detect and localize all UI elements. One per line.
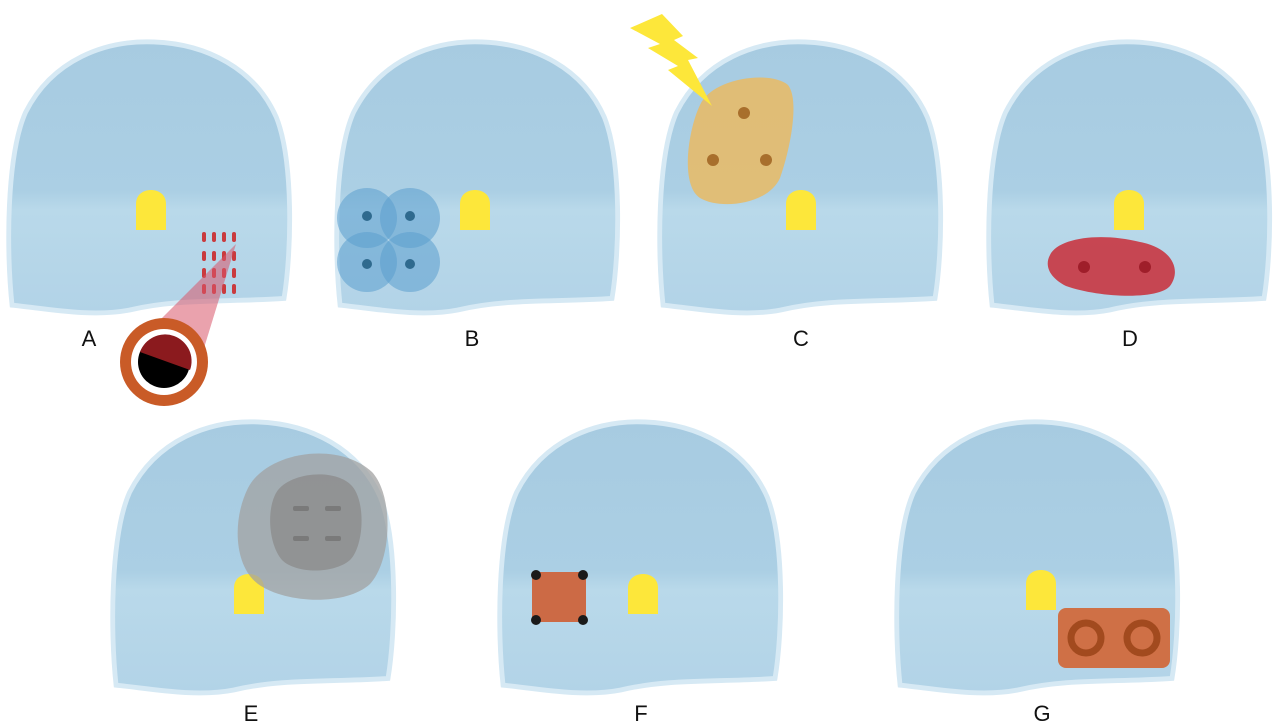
head-silhouette [500, 422, 781, 693]
reference-marker [628, 574, 658, 614]
reference-marker [1114, 190, 1144, 230]
panel-a: A [9, 42, 290, 406]
panel-label-d: D [1122, 326, 1138, 351]
panel-label-c: C [793, 326, 809, 351]
magnified-electrode [120, 318, 208, 406]
panel-c: C [630, 14, 941, 351]
panel-label-b: B [465, 326, 480, 351]
panel-label-g: G [1033, 701, 1050, 724]
panel-b: B [337, 42, 618, 351]
panel-e: E [113, 422, 394, 724]
reference-marker [786, 190, 816, 230]
panel-label-a: A [82, 326, 97, 351]
copper-pad-electrode [1058, 608, 1170, 668]
panel-f: F [500, 422, 781, 724]
panel-label-f: F [634, 701, 647, 724]
panel-d: D [989, 42, 1270, 351]
panel-g: G [897, 422, 1178, 724]
reference-marker [136, 190, 166, 230]
copper-square-electrode [532, 572, 586, 622]
reference-marker [460, 190, 490, 230]
panel-label-e: E [244, 701, 259, 724]
reference-marker [1026, 570, 1056, 610]
head-silhouette [9, 42, 290, 313]
lightning-bolt-icon [630, 14, 712, 106]
gray-inner-region [270, 474, 361, 570]
